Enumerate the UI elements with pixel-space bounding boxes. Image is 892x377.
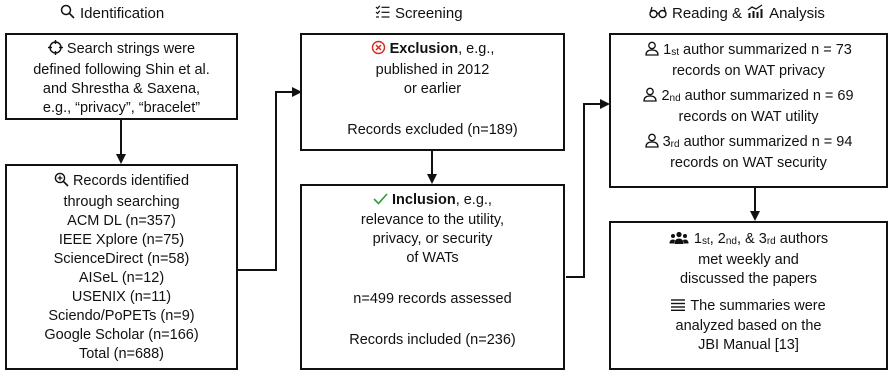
meeting-line-1: 1st, 2nd, & 3rd authors: [611, 230, 886, 251]
meeting-line-3: discussed the papers: [679, 271, 818, 287]
lines-icon: [671, 298, 686, 317]
records-line-1: Records identified: [7, 172, 236, 193]
records-line-8: Sciendo/PoPETs (n=9): [48, 308, 195, 324]
search-strings-line-1: Search strings were: [7, 40, 236, 61]
records-included: Records included (n=236): [349, 332, 516, 348]
inclusion-line-1: relevance to the utility,: [360, 212, 505, 228]
arrow-inclusion-to-authors: [566, 99, 610, 278]
glasses-icon: [649, 5, 667, 23]
inclusion-line-3: of WATs: [406, 250, 459, 266]
inclusion-heading: Inclusion, e.g.,: [302, 191, 563, 211]
x-circle-icon: [371, 40, 386, 61]
records-line-5: ScienceDirect (n=58): [53, 251, 190, 267]
analytics-chart-icon: [747, 4, 764, 23]
inclusion-line-2: privacy, or security: [372, 231, 493, 247]
author-2-entry: 2nd author summarized n = 69 records on …: [611, 87, 886, 127]
reading-analysis-title: Reading & Analysis: [649, 4, 825, 23]
screening-title: Screening: [375, 4, 463, 23]
person-icon: [644, 133, 659, 154]
records-line-9: Google Scholar (n=166): [44, 327, 199, 343]
records-line-3: ACM DL (n=357): [67, 213, 176, 229]
author-1-entry: 1st author summarized n = 73 records on …: [611, 41, 886, 81]
author-3-entry: 3rd author summarized n = 94 records on …: [611, 133, 886, 173]
records-line-2: through searching: [63, 194, 180, 210]
person-icon: [643, 87, 658, 108]
identification-title: Identification: [60, 4, 164, 23]
summary-line-3: JBI Manual [13]: [698, 337, 799, 353]
author-summaries-box: 1st author summarized n = 73 records on …: [609, 33, 888, 188]
search-strings-line-2: defined following Shin et al.: [33, 62, 210, 78]
records-excluded: Records excluded (n=189): [347, 122, 518, 138]
records-assessed: n=499 records assessed: [353, 291, 512, 307]
search-strings-box: Search strings were defined following Sh…: [5, 33, 238, 120]
exclusion-line-1: published in 2012: [375, 62, 490, 78]
meeting-summary-box: 1st, 2nd, & 3rd authors met weekly and d…: [609, 221, 888, 370]
inclusion-box: Inclusion, e.g., relevance to the utilit…: [300, 184, 565, 370]
exclusion-heading: Exclusion, e.g.,: [302, 40, 563, 61]
summary-line-1: The summaries were: [611, 297, 886, 317]
search-strings-line-4: e.g., “privacy”, “bracelet”: [42, 100, 201, 116]
records-line-10: Total (n=688): [78, 346, 165, 362]
search-strings-line-3: and Shrestha & Saxena,: [42, 81, 201, 97]
meeting-line-2: met weekly and: [698, 252, 799, 268]
summary-line-2: analyzed based on the: [675, 318, 822, 334]
records-line-6: AISeL (n=12): [78, 270, 165, 286]
magnifier-icon: [60, 4, 75, 23]
person-icon: [645, 41, 659, 62]
records-identified-box: Records identified through searching ACM…: [5, 164, 238, 370]
records-line-4: IEEE Xplore (n=75): [58, 232, 185, 248]
crosshair-icon: [47, 40, 63, 61]
checklist-icon: [375, 4, 390, 23]
records-line-7: USENIX (n=11): [71, 289, 172, 305]
zoom-in-icon: [54, 172, 69, 193]
exclusion-line-2: or earlier: [403, 81, 462, 97]
arrow-records-to-exclusion: [238, 87, 302, 271]
group-icon: [669, 231, 689, 251]
exclusion-box: Exclusion, e.g., published in 2012 or ea…: [300, 33, 565, 151]
checkmark-icon: [373, 192, 388, 211]
